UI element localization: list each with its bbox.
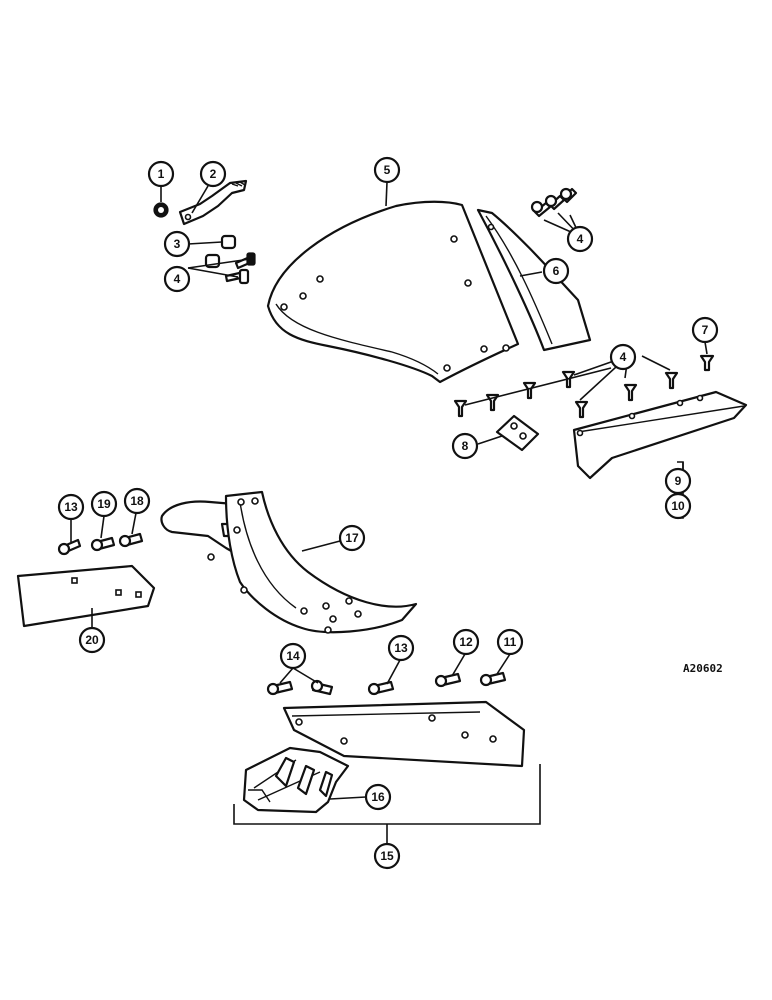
svg-text:17: 17 xyxy=(345,531,359,545)
part-8-plate xyxy=(495,414,540,452)
callout-19: 19 xyxy=(90,490,118,518)
callout-5: 5 xyxy=(373,156,401,184)
svg-text:9: 9 xyxy=(675,474,682,488)
svg-text:5: 5 xyxy=(384,163,391,177)
callout-17: 17 xyxy=(338,524,366,552)
svg-text:6: 6 xyxy=(553,264,560,278)
svg-text:4: 4 xyxy=(620,350,627,364)
svg-text:11: 11 xyxy=(504,635,517,649)
svg-text:8: 8 xyxy=(462,439,469,453)
part-4-bolts-left xyxy=(224,252,256,285)
part-3-spacers xyxy=(204,234,237,269)
svg-text:16: 16 xyxy=(371,790,385,804)
callout-15: 15 xyxy=(373,842,401,870)
part-15-landside-assembly xyxy=(282,700,526,768)
callout-3: 3 xyxy=(163,230,191,258)
part-17-frog xyxy=(160,490,418,634)
part-20-landside xyxy=(16,564,156,628)
part-6-extension xyxy=(476,208,592,352)
svg-text:19: 19 xyxy=(97,497,111,511)
callout-4-row: 4 xyxy=(609,343,637,371)
svg-text:7: 7 xyxy=(702,323,709,337)
svg-text:12: 12 xyxy=(459,635,473,649)
callout-14: 14 xyxy=(279,642,307,670)
svg-text:14: 14 xyxy=(286,649,300,663)
part-9-10-share xyxy=(572,390,748,480)
svg-text:20: 20 xyxy=(85,633,99,647)
part-7-bolt xyxy=(699,354,715,372)
callout-7: 7 xyxy=(691,316,719,344)
leader-lines xyxy=(70,181,708,800)
callout-9: 9 xyxy=(664,467,692,495)
svg-text:4: 4 xyxy=(577,232,584,246)
callout-1: 1 xyxy=(147,160,175,188)
svg-text:2: 2 xyxy=(210,167,217,181)
callout-20: 20 xyxy=(78,626,106,654)
part-2-bracket xyxy=(178,179,248,226)
callout-4-left: 4 xyxy=(163,265,191,293)
part-15-group-bracket xyxy=(233,764,541,844)
callout-12: 12 xyxy=(452,628,480,656)
callout-13-left: 13 xyxy=(57,493,85,521)
callout-11: 11 xyxy=(496,628,524,656)
svg-text:3: 3 xyxy=(174,237,181,251)
callout-8: 8 xyxy=(451,432,479,460)
drawing-reference-code: A20602 xyxy=(683,662,723,675)
callout-4-upper: 4 xyxy=(566,225,594,253)
svg-text:13: 13 xyxy=(64,500,78,514)
part-11-14-bolts xyxy=(266,671,507,696)
svg-text:4: 4 xyxy=(174,272,181,286)
part-4-bolts-row xyxy=(453,370,679,419)
part-13-19-18-bolts xyxy=(57,532,144,556)
callout-10: 10 xyxy=(664,492,692,520)
callout-13-lower: 13 xyxy=(387,634,415,662)
part-1-nut xyxy=(153,202,169,218)
callout-2: 2 xyxy=(199,160,227,188)
callout-18: 18 xyxy=(123,487,151,515)
svg-text:18: 18 xyxy=(130,494,144,508)
callout-6: 6 xyxy=(542,257,570,285)
callout-16: 16 xyxy=(364,783,392,811)
svg-text:13: 13 xyxy=(394,641,408,655)
part-5-moldboard xyxy=(266,200,520,384)
svg-text:10: 10 xyxy=(671,499,685,513)
part-16-heel xyxy=(242,746,350,814)
svg-text:1: 1 xyxy=(158,167,165,181)
svg-text:15: 15 xyxy=(380,849,394,863)
part-4-bolts-upper xyxy=(530,187,578,218)
